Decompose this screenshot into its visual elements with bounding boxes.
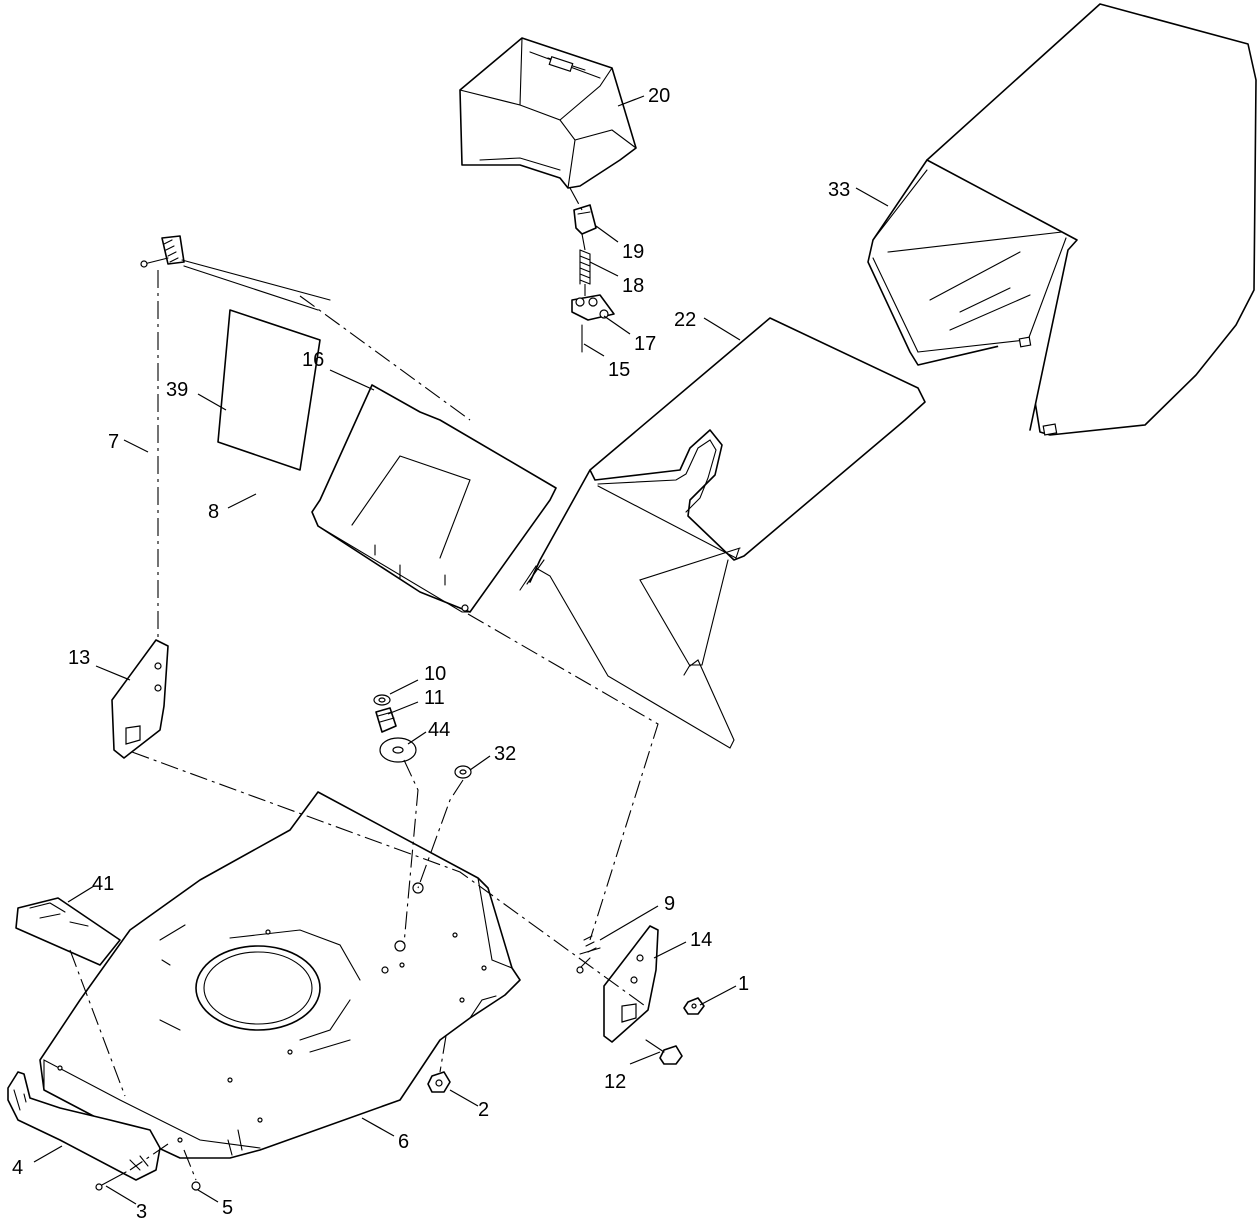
callout-1: 1 [738,973,749,995]
callout-32: 32 [494,743,516,765]
part-3-screw [95,1171,127,1191]
callout-18: 18 [622,275,644,297]
part-22-bag-frame [519,317,926,749]
part-20-discharge-chute [459,37,637,189]
assembly-lines [69,270,659,1181]
callout-10: 10 [424,663,446,685]
callout-15: 15 [608,359,630,381]
callout-41: 41 [92,873,114,895]
part-5-screw [191,1181,201,1191]
callout-17: 17 [634,333,656,355]
callout-44: 44 [428,719,450,741]
callout-20: 20 [648,85,670,107]
callout-39: 39 [166,379,188,401]
part-33-grass-bag [867,3,1257,436]
part-18-spring [579,249,591,285]
part-12-bolt [645,1039,683,1065]
part-8-rod [181,259,331,311]
part-9-spring [576,935,601,974]
latch-assembly [569,187,615,353]
part-11-bushing [375,707,397,733]
callout-6: 6 [398,1131,409,1153]
part-16-deflector [311,384,557,613]
part-13-hinge-bracket [111,639,169,759]
leader-lines [33,95,889,1205]
callout-16: 16 [302,349,324,371]
callout-14: 14 [690,929,712,951]
part-39-decal [217,309,321,471]
part-41-decal [15,897,121,966]
callout-22: 22 [674,309,696,331]
callout-7: 7 [108,431,119,453]
callout-3: 3 [136,1201,147,1223]
part-2-nut [427,1071,451,1093]
callout-4: 4 [12,1157,23,1179]
part-19-latch [573,204,597,235]
callout-2: 2 [478,1099,489,1121]
callout-33: 33 [828,179,850,201]
part-10-washer [373,694,391,706]
callout-5: 5 [222,1197,233,1219]
part-44-washer [379,737,417,763]
part-6-mower-deck [39,791,521,1159]
callout-8: 8 [208,501,219,523]
callout-13: 13 [68,647,90,669]
callout-9: 9 [664,893,675,915]
part-14-hinge-bracket [603,925,659,1043]
part-1-nut [683,997,705,1015]
callout-11: 11 [424,687,445,709]
callout-12: 12 [604,1071,626,1093]
callout-19: 19 [622,241,644,263]
part-17-bracket [571,294,615,321]
part-4-rear-guard [7,1071,183,1181]
part-32-plug [454,765,472,779]
part-7-spring [140,235,185,268]
callout-labels: 1 2 3 4 5 6 7 8 9 10 11 12 13 14 15 16 1… [12,85,850,1223]
